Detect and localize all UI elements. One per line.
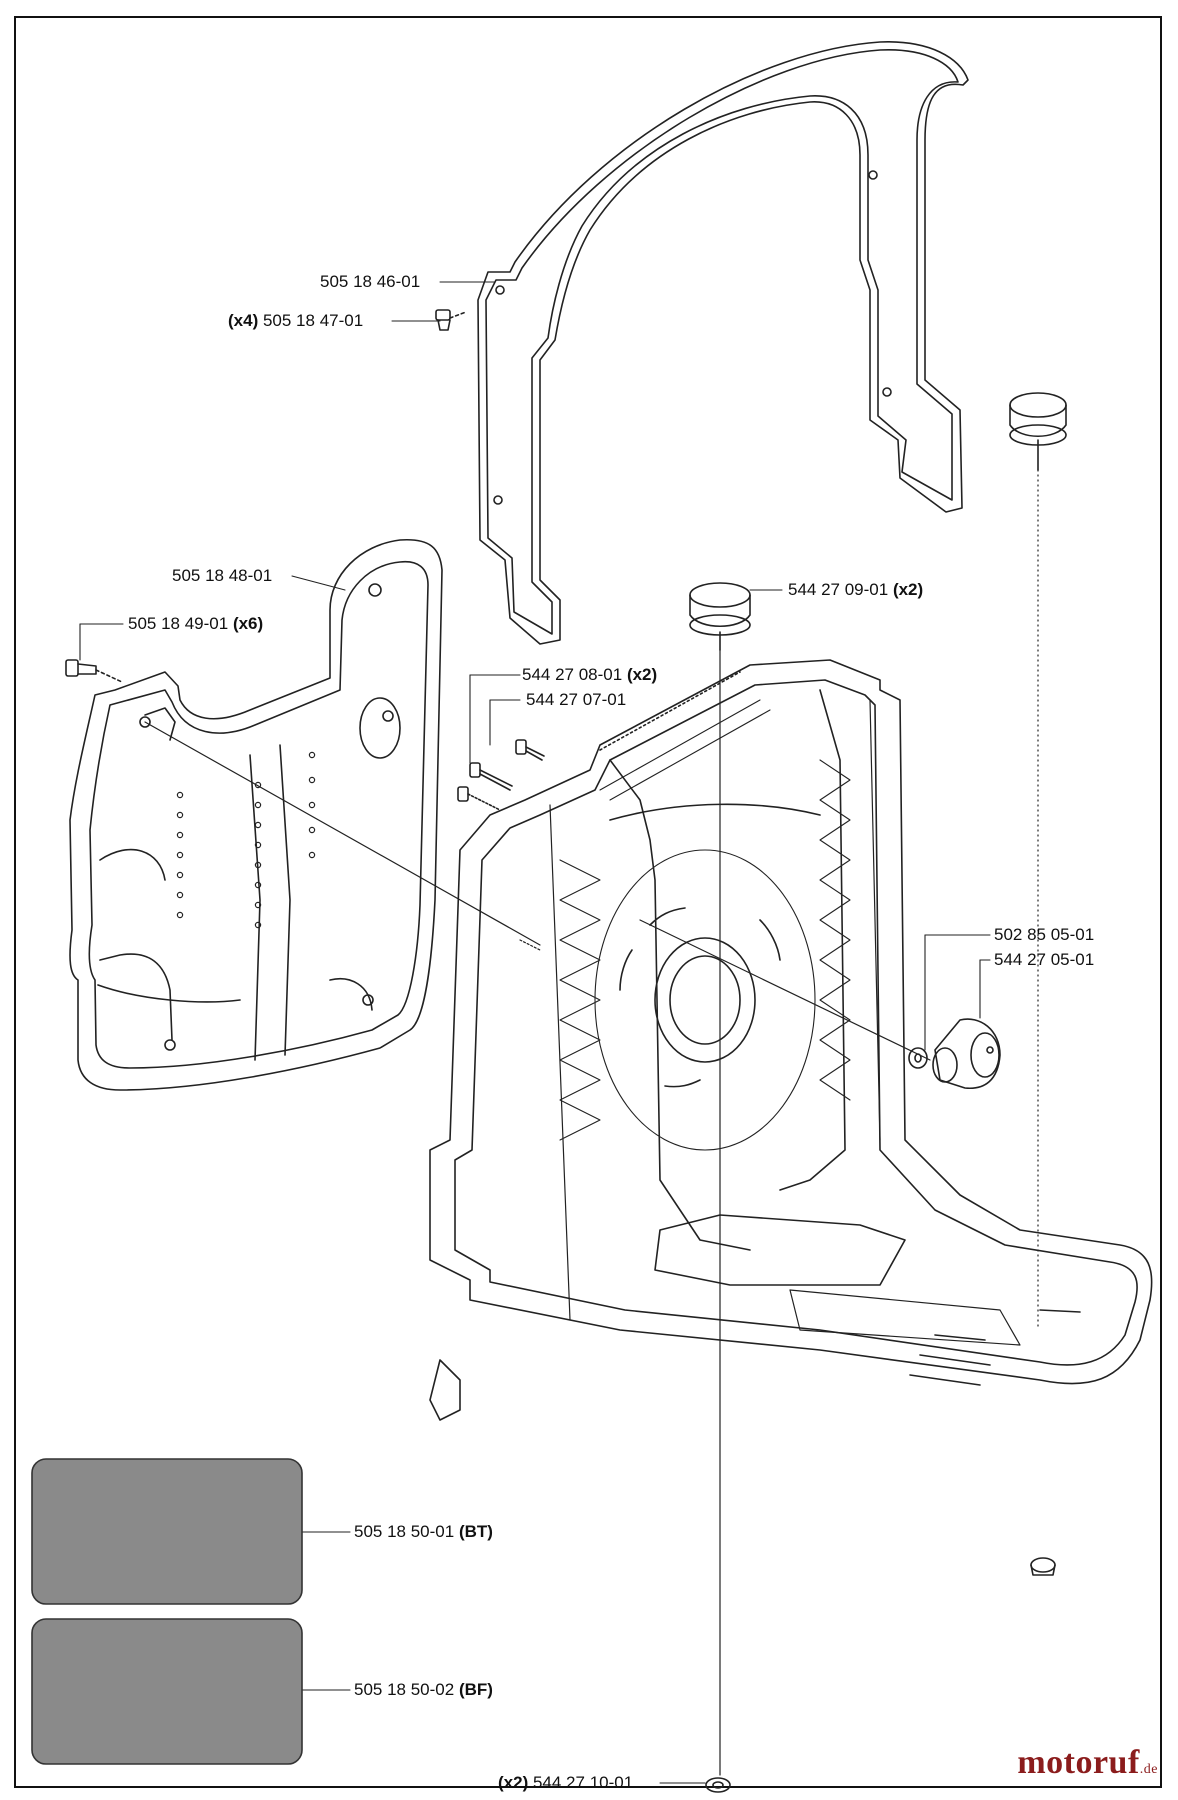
pad-bf-swatch	[31, 1618, 303, 1765]
label-505-18-48-01: 505 18 48-01	[172, 566, 272, 586]
part-qty: (x2)	[498, 1773, 529, 1792]
part-suffix: (x2)	[626, 665, 658, 684]
screw-49-drawing	[65, 659, 123, 683]
label-544-27-07-01: 544 27 07-01	[526, 690, 626, 710]
label-505-18-47-01: (x4) 505 18 47-01	[228, 311, 363, 331]
washer-knob-drawing	[908, 1018, 1001, 1089]
label-505-18-50-02: 505 18 50-02 (BF)	[354, 1680, 493, 1700]
part-number: 505 18 48-01	[172, 566, 273, 585]
part-number: 505 18 50-01	[354, 1522, 455, 1541]
motoruf-watermark: motoruf.de	[1017, 1744, 1158, 1782]
back-pad-drawing	[69, 538, 443, 1091]
part-number: 505 18 46-01	[320, 272, 421, 291]
part-number: 544 27 10-01	[532, 1773, 634, 1792]
part-qty: (x4)	[228, 311, 259, 330]
part-suffix: (BT)	[458, 1522, 493, 1541]
screw-47-drawing	[435, 309, 467, 331]
part-suffix: (BF)	[458, 1680, 493, 1699]
label-544-27-05-01: 544 27 05-01	[994, 950, 1094, 970]
part-number: 502 85 05-01	[994, 925, 1095, 944]
part-number: 544 27 09-01	[788, 580, 889, 599]
part-number: 505 18 47-01	[262, 311, 364, 330]
pad-bt-swatch	[31, 1458, 303, 1605]
harness-plate-drawing	[477, 41, 969, 645]
part-suffix: (x6)	[232, 614, 264, 633]
label-544-27-10-01: (x2) 544 27 10-01	[498, 1773, 633, 1793]
label-502-85-05-01: 502 85 05-01	[994, 925, 1094, 945]
part-number: 544 27 05-01	[994, 950, 1095, 969]
label-505-18-46-01: 505 18 46-01	[320, 272, 420, 292]
watermark-brand: motoruf	[1017, 1744, 1140, 1781]
label-544-27-09-01: 544 27 09-01 (x2)	[788, 580, 923, 600]
part-number: 544 27 07-01	[526, 690, 627, 709]
label-505-18-49-01: 505 18 49-01 (x6)	[128, 614, 263, 634]
damper-09-drawing	[689, 582, 751, 1776]
foot-damper-drawing	[705, 1777, 731, 1793]
screws-08-07-drawing	[457, 739, 545, 811]
label-544-27-08-01: 544 27 08-01 (x2)	[522, 665, 657, 685]
part-number: 544 27 08-01	[522, 665, 623, 684]
label-505-18-50-01: 505 18 50-01 (BT)	[354, 1522, 493, 1542]
part-number: 505 18 50-02	[354, 1680, 455, 1699]
damper-right-drawing	[1009, 392, 1067, 1576]
part-number: 505 18 49-01	[128, 614, 229, 633]
main-frame-drawing	[429, 659, 1153, 1421]
watermark-tld: .de	[1139, 1762, 1158, 1777]
part-suffix: (x2)	[892, 580, 924, 599]
